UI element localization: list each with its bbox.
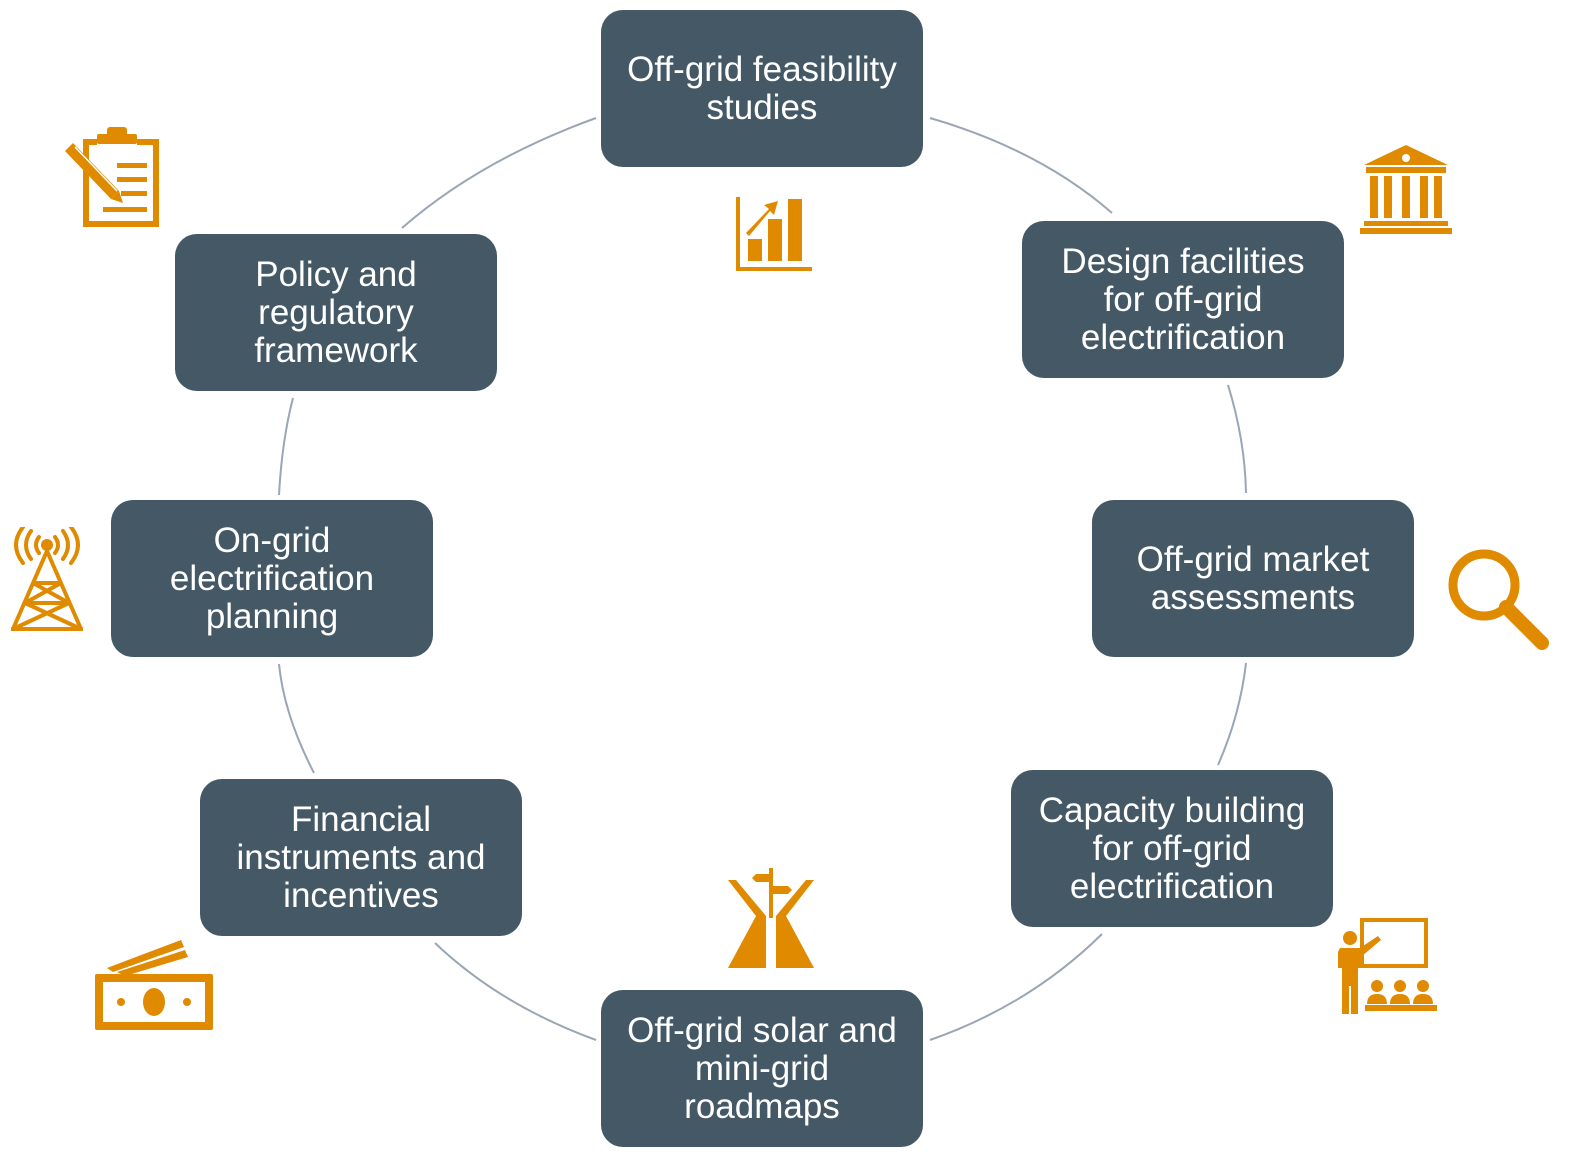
node-feasibility-studies: Off-grid feasibility studies (601, 10, 923, 167)
node-roadmaps-label: Off-grid solar and mini-grid roadmaps (627, 1010, 897, 1126)
node-design-facilities: Design facilities for off-grid electrifi… (1022, 221, 1344, 378)
connector-design-market (1227, 384, 1247, 494)
node-market-label: Off-grid market assessments (1136, 539, 1370, 617)
transmission-tower-icon (7, 527, 87, 633)
node-market-assessments: Off-grid market assessments (1092, 500, 1414, 657)
connector-market-capacity (1217, 662, 1247, 766)
node-feasibility-label: Off-grid feasibility studies (627, 49, 897, 127)
node-roadmaps: Off-grid solar and mini-grid roadmaps (601, 990, 923, 1147)
node-ongrid-label: On-grid electrification planning (169, 520, 375, 636)
bar-chart-growth-icon (734, 195, 814, 275)
connector-feasibility-design (929, 117, 1113, 214)
node-capacity-label: Capacity building for off-grid electrifi… (1038, 790, 1306, 906)
money-bills-icon (93, 938, 215, 1032)
node-policy-framework: Policy and regulatory framework (175, 234, 497, 391)
node-policy-label: Policy and regulatory framework (254, 254, 418, 370)
presentation-icon (1332, 916, 1442, 1016)
node-financial-label: Financial instruments and incentives (236, 799, 486, 915)
road-signpost-icon (726, 866, 816, 968)
node-capacity-building: Capacity building for off-grid electrifi… (1011, 770, 1333, 927)
clipboard-pencil-icon (63, 127, 163, 230)
connector-capacity-roadmaps (929, 933, 1103, 1041)
building-columns-icon (1358, 143, 1454, 235)
connector-ongrid-policy (278, 397, 294, 496)
connector-policy-feasibility (401, 117, 597, 229)
magnifier-icon (1446, 547, 1550, 651)
connector-financial-ongrid (278, 663, 315, 774)
connector-roadmaps-financial (434, 942, 597, 1041)
node-ongrid-planning: On-grid electrification planning (111, 500, 433, 657)
node-financial-instruments: Financial instruments and incentives (200, 779, 522, 936)
node-design-label: Design facilities for off-grid electrifi… (1061, 241, 1305, 357)
